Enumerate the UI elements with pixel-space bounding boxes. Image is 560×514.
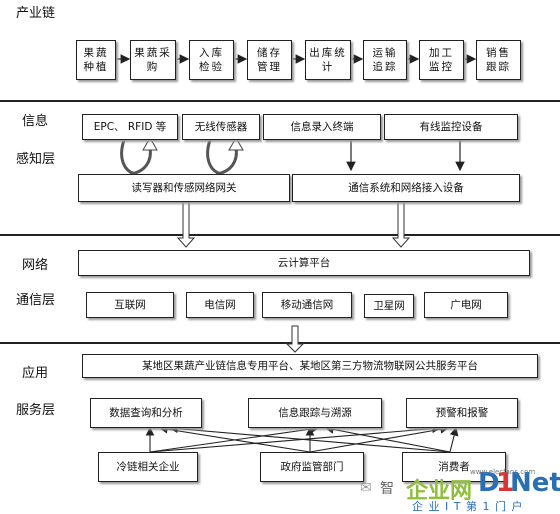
chain-step-outbound: 出库统计 bbox=[305, 40, 351, 80]
watermark-url: www.elecfans.com bbox=[470, 468, 536, 476]
chain-step-planting: 果蔬种植 bbox=[76, 40, 116, 80]
watermark-left-text: 智 bbox=[380, 481, 394, 497]
net-satellite: 卫星网 bbox=[364, 294, 414, 318]
gateway-reader-sensor: 读写器和传感网络网关 bbox=[78, 174, 290, 202]
cloud-platform: 云计算平台 bbox=[78, 250, 530, 276]
watermark-brand: 企业网 bbox=[406, 479, 473, 504]
separator-2 bbox=[0, 234, 560, 236]
gateway-comm-access: 通信系统和网络接入设备 bbox=[292, 174, 520, 202]
user-consumer: 消费者 bbox=[402, 452, 506, 482]
user-government: 政府监管部门 bbox=[260, 452, 364, 482]
net-mobile: 移动通信网 bbox=[262, 292, 352, 318]
service-tracking: 信息跟踪与溯源 bbox=[248, 398, 382, 428]
chain-step-sales: 销售跟踪 bbox=[476, 40, 521, 80]
public-service-platform: 某地区果蔬产业链信息专用平台、某地区第三方物流物联网公共服务平台 bbox=[82, 354, 538, 378]
device-info-terminal: 信息录入终端 bbox=[263, 114, 381, 140]
net-internet: 互联网 bbox=[86, 292, 174, 318]
watermark-slogan: 企 业 I T 第 1 门 户 bbox=[412, 500, 524, 513]
separator-1 bbox=[0, 100, 560, 102]
chain-step-transport: 运输追踪 bbox=[363, 40, 407, 80]
chain-step-storage: 储存管理 bbox=[247, 40, 292, 80]
device-wired-monitor: 有线监控设备 bbox=[384, 114, 518, 140]
user-cold-chain: 冷链相关企业 bbox=[98, 452, 198, 482]
service-alarm: 预警和报警 bbox=[406, 398, 518, 428]
watermark-logo-1: 1 bbox=[496, 468, 515, 498]
watermark-logo-net: Net bbox=[510, 468, 560, 498]
chain-step-processing: 加工监控 bbox=[419, 40, 464, 80]
net-broadcast: 广电网 bbox=[424, 292, 508, 318]
net-telecom: 电信网 bbox=[186, 292, 254, 318]
network-layer-title-2: 通信层 bbox=[16, 293, 56, 308]
application-layer-title-1: 应用 bbox=[22, 366, 49, 381]
separator-3 bbox=[0, 342, 560, 344]
perception-layer-title-2: 感知层 bbox=[16, 152, 56, 167]
wechat-icon: ✉ bbox=[360, 480, 372, 496]
service-user-links bbox=[145, 424, 459, 453]
service-data-query: 数据查询和分析 bbox=[90, 398, 202, 428]
perception-layer-title-1: 信息 bbox=[22, 114, 49, 129]
chain-section-title: 产业链 bbox=[16, 6, 56, 21]
device-wireless-sensor: 无线传感器 bbox=[182, 114, 260, 140]
watermark: ✉ 智 企业网 D 1 Net www.elecfans.com 企 业 I T… bbox=[360, 466, 560, 513]
device-epc-rfid: EPC、 RFID 等 bbox=[82, 114, 178, 140]
network-layer-title-1: 网络 bbox=[22, 258, 49, 273]
chain-step-inspection: 入库检验 bbox=[189, 40, 234, 80]
chain-step-purchasing: 果蔬采购 bbox=[130, 40, 176, 80]
curved-arrows bbox=[120, 139, 238, 176]
watermark-logo-d: D bbox=[478, 468, 500, 498]
application-layer-title-2: 服务层 bbox=[16, 403, 56, 418]
